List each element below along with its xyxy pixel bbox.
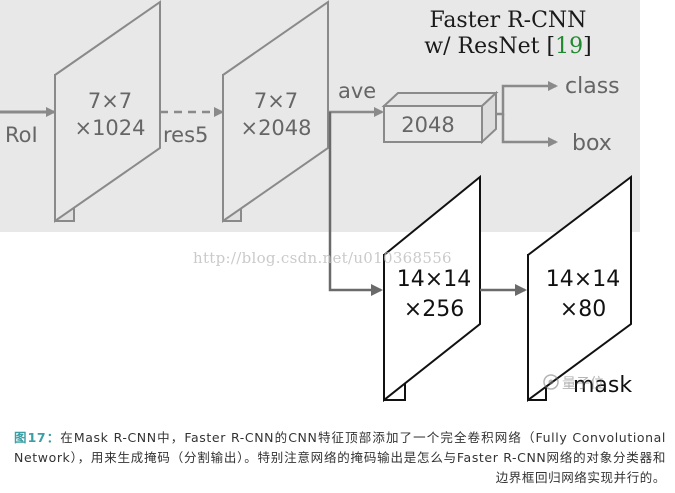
panel-title-line2: w/ ResNet [19] [424, 34, 591, 59]
box1-size-line2: ×1024 [74, 116, 145, 140]
roi-label: RoI [5, 123, 38, 147]
mask1-size-line1: 14×14 [397, 267, 471, 292]
box-arrow [501, 114, 558, 147]
vector-label: 2048 [401, 113, 454, 137]
mask2-size-line2: ×80 [560, 297, 606, 322]
mask-branch-arrow [328, 112, 383, 296]
caption-lead: 图17： [14, 430, 61, 445]
mask-label: mask [573, 373, 632, 398]
class-arrow [496, 81, 558, 116]
title-reference: 19 [555, 34, 583, 59]
panel-title-line1: Faster R-CNN [430, 8, 587, 33]
feature-box-2 [222, 0, 329, 223]
res5-label: res5 [163, 123, 208, 147]
mask1-size-line2: ×256 [404, 297, 464, 322]
box2-size-line2: ×2048 [240, 116, 311, 140]
mask-rcnn-diagram: Faster R-CNN w/ ResNet [19] RoI 7×7 ×102… [0, 0, 640, 403]
mask-box-1 [383, 174, 481, 403]
mask-box-2 [527, 174, 632, 402]
ave-label: ave [338, 79, 376, 103]
vector-box-2048 [381, 90, 499, 145]
url-watermark: http://blog.csdn.net/u010368556 [193, 249, 452, 267]
box2-size-line1: 7×7 [254, 89, 298, 113]
feature-box-1 [54, 0, 161, 223]
svg-text:量子位: 量子位 [562, 376, 604, 392]
caption-text: 在Mask R-CNN中，Faster R-CNN的CNN特征顶部添加了一个完全… [14, 430, 666, 485]
class-label: class [565, 74, 620, 99]
box-label: box [572, 131, 612, 156]
figure-caption: 图17：在Mask R-CNN中，Faster R-CNN的CNN特征顶部添加了… [14, 428, 666, 488]
mask2-size-line1: 14×14 [546, 267, 620, 292]
box1-size-line1: 7×7 [88, 89, 132, 113]
stamp-watermark: 量子位 [543, 374, 604, 392]
